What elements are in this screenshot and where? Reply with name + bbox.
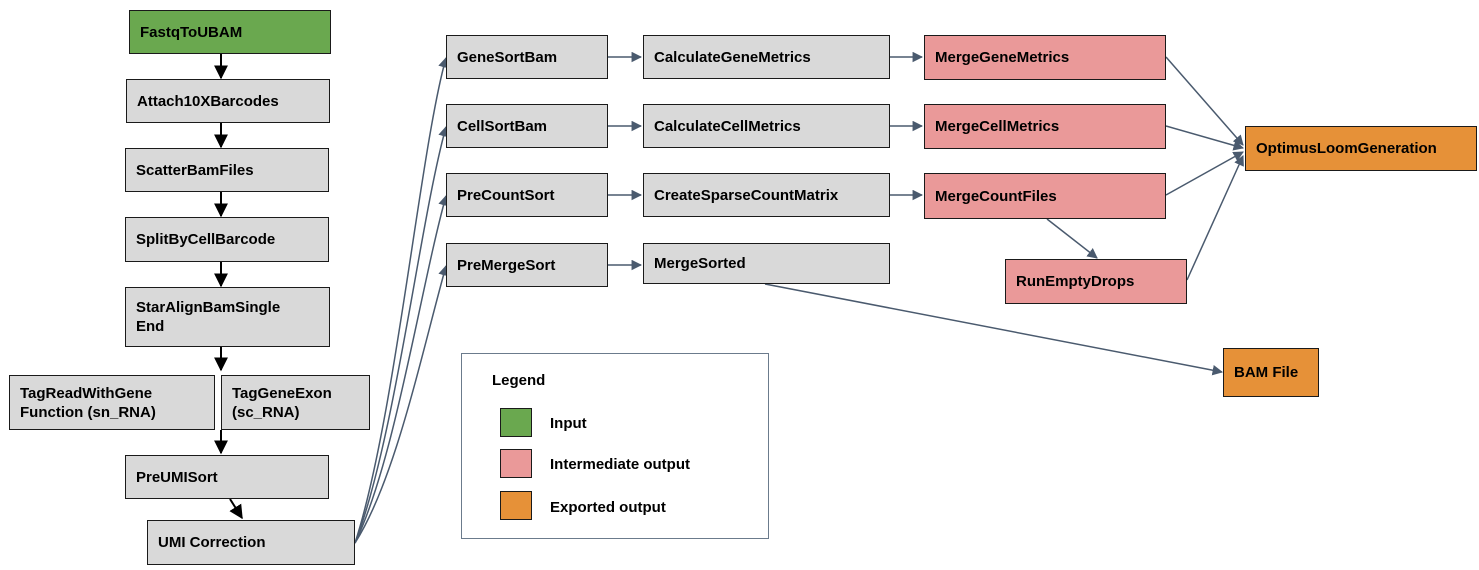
node-label: PreUMISort: [136, 468, 218, 486]
node-label: GeneSortBam: [457, 48, 558, 66]
node-label: TagGeneExon (sc_RNA): [232, 384, 332, 422]
arrow-mergecount-to-emptydrops: [1046, 218, 1098, 259]
node-pre-merge-sort: PreMergeSort: [446, 243, 608, 287]
node-label: CalculateCellMetrics: [654, 117, 801, 135]
node-label-line: StarAlignBamSingle: [136, 299, 281, 316]
node-label: MergeSorted: [654, 255, 746, 272]
arrow-mergesorted-to-bamfile: [764, 283, 1224, 376]
node-label: SplitByCellBarcode: [136, 231, 276, 248]
arrow-mergecell-to-loom: [1165, 125, 1245, 151]
node-merge-cell-metrics: MergeCellMetrics: [924, 104, 1166, 149]
node-label-line: TagReadWithGene: [20, 384, 153, 402]
node-label: MergeGeneMetrics: [935, 49, 1070, 66]
node-label: PreMergeSort: [457, 256, 556, 274]
legend-title: Legend: [492, 372, 546, 389]
node-pre-umi-sort: PreUMISort: [125, 455, 329, 499]
legend: Legend Input Intermediate output Exporte…: [461, 353, 769, 539]
node-label: RunEmptyDrops: [1016, 273, 1135, 290]
node-label: PreCountSort: [457, 186, 555, 204]
node-label: StarAlignBamSingle End: [136, 298, 280, 336]
node-label: CalculateGeneMetrics: [654, 48, 811, 66]
node-label: TagReadWithGene Function (sn_RNA): [20, 384, 156, 422]
node-create-sparse-count-matrix: CreateSparseCountMatrix: [643, 173, 890, 217]
node-pre-count-sort: PreCountSort: [446, 173, 608, 217]
node-run-empty-drops: RunEmptyDrops: [1005, 259, 1187, 304]
arrow-umi-to-cellsortbam: [354, 125, 449, 544]
arrow-umi-to-precountsort: [354, 194, 449, 544]
arrow-preumisort-to-umi: [229, 498, 243, 520]
node-attach-10x-barcodes: Attach10XBarcodes: [126, 79, 330, 123]
node-cell-sort-bam: CellSortBam: [446, 104, 608, 148]
legend-swatch-input: [500, 408, 532, 437]
node-label: MergeCellMetrics: [935, 118, 1060, 135]
node-label: MergeCountFiles: [935, 187, 1057, 205]
legend-swatch-exported: [500, 491, 532, 520]
node-fastq-to-ubam: FastqToUBAM: [129, 10, 331, 54]
arrow-mergegene-to-loom: [1165, 56, 1244, 146]
node-split-by-cell-barcode: SplitByCellBarcode: [125, 217, 329, 262]
arrow-umi-to-genesortbam: [354, 56, 449, 544]
node-label: ScatterBamFiles: [136, 161, 254, 179]
arrow-emptydrops-to-loom: [1186, 155, 1244, 281]
node-merge-count-files: MergeCountFiles: [924, 173, 1166, 219]
node-tag-read-with-gene-function: TagReadWithGene Function (sn_RNA): [9, 375, 215, 430]
legend-label-exported: Exported output: [550, 499, 666, 516]
node-label-line: TagGeneExon: [232, 384, 332, 402]
legend-label-input: Input: [550, 415, 587, 432]
node-tag-gene-exon: TagGeneExon (sc_RNA): [221, 375, 370, 430]
node-scatter-bam-files: ScatterBamFiles: [125, 148, 329, 192]
node-gene-sort-bam: GeneSortBam: [446, 35, 608, 79]
node-label: UMI Correction: [158, 534, 266, 551]
node-merge-sorted: MergeSorted: [643, 243, 890, 284]
node-label-line: End: [136, 318, 165, 335]
node-label: Attach10XBarcodes: [137, 92, 279, 110]
node-optimus-loom-generation: OptimusLoomGeneration: [1245, 126, 1477, 171]
node-umi-correction: UMI Correction: [147, 520, 355, 565]
node-bam-file: BAM File: [1223, 348, 1319, 397]
node-label: OptimusLoomGeneration: [1256, 140, 1437, 157]
legend-label-intermediate: Intermediate output: [550, 456, 691, 473]
node-label: BAM File: [1234, 364, 1299, 381]
node-label-line: Function (sn_RNA): [20, 403, 156, 421]
node-merge-gene-metrics: MergeGeneMetrics: [924, 35, 1166, 80]
legend-swatch-intermediate: [500, 449, 532, 478]
node-calculate-cell-metrics: CalculateCellMetrics: [643, 104, 890, 148]
node-label: CreateSparseCountMatrix: [654, 186, 839, 204]
node-star-align-bam-single-end: StarAlignBamSingle End: [125, 287, 330, 347]
node-label: CellSortBam: [457, 117, 548, 135]
arrow-mergecount-to-loom: [1165, 151, 1244, 196]
node-label-line: (sc_RNA): [232, 403, 300, 421]
arrow-umi-to-premergesort: [354, 264, 449, 544]
node-calculate-gene-metrics: CalculateGeneMetrics: [643, 35, 890, 79]
node-label: FastqToUBAM: [140, 23, 243, 41]
